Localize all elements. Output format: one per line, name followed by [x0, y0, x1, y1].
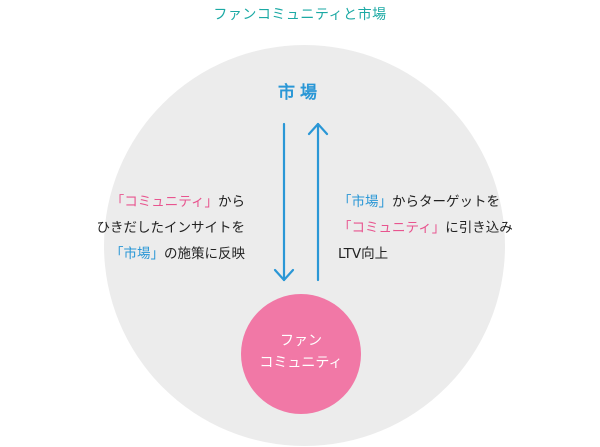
insight-to-market-text: 「コミュニティ」から ひきだしたインサイトを 「市場」の施策に反映: [97, 189, 246, 267]
fan-community-line2: コミュニティ: [259, 355, 343, 371]
left-line-3: 「市場」の施策に反映: [97, 241, 245, 267]
right-line-1: 「市場」からターゲットを: [338, 189, 513, 215]
fan-community-circle: [241, 294, 361, 414]
arrow-down-icon: [273, 122, 295, 282]
market-label: 市場: [278, 83, 322, 103]
diagram-title: ファンコミュニティと市場: [213, 7, 387, 23]
right-line-3: LTV向上: [338, 246, 389, 262]
arrow-up-icon: [307, 122, 329, 282]
left-line-1: 「コミュニティ」から: [97, 189, 245, 215]
left-line-3-rest: の施策に反映: [164, 246, 245, 262]
left-line-3-highlight: 「市場」: [110, 246, 164, 262]
right-line-2-rest: に引き込み: [445, 220, 513, 236]
left-line-1-highlight: 「コミュニティ」: [110, 194, 218, 210]
left-line-2: ひきだしたインサイトを: [96, 220, 246, 236]
fan-community-line1: ファン: [280, 333, 322, 349]
left-line-1-rest: から: [218, 194, 245, 210]
right-line-2: 「コミュニティ」に引き込み: [338, 215, 513, 241]
right-line-1-rest: からターゲットを: [392, 194, 500, 210]
right-line-2-highlight: 「コミュニティ」: [338, 220, 446, 236]
market-to-community-text: 「市場」からターゲットを 「コミュニティ」に引き込み LTV向上: [338, 189, 513, 267]
right-line-1-highlight: 「市場」: [338, 194, 392, 210]
fan-community-label: ファン コミュニティ: [241, 330, 361, 374]
